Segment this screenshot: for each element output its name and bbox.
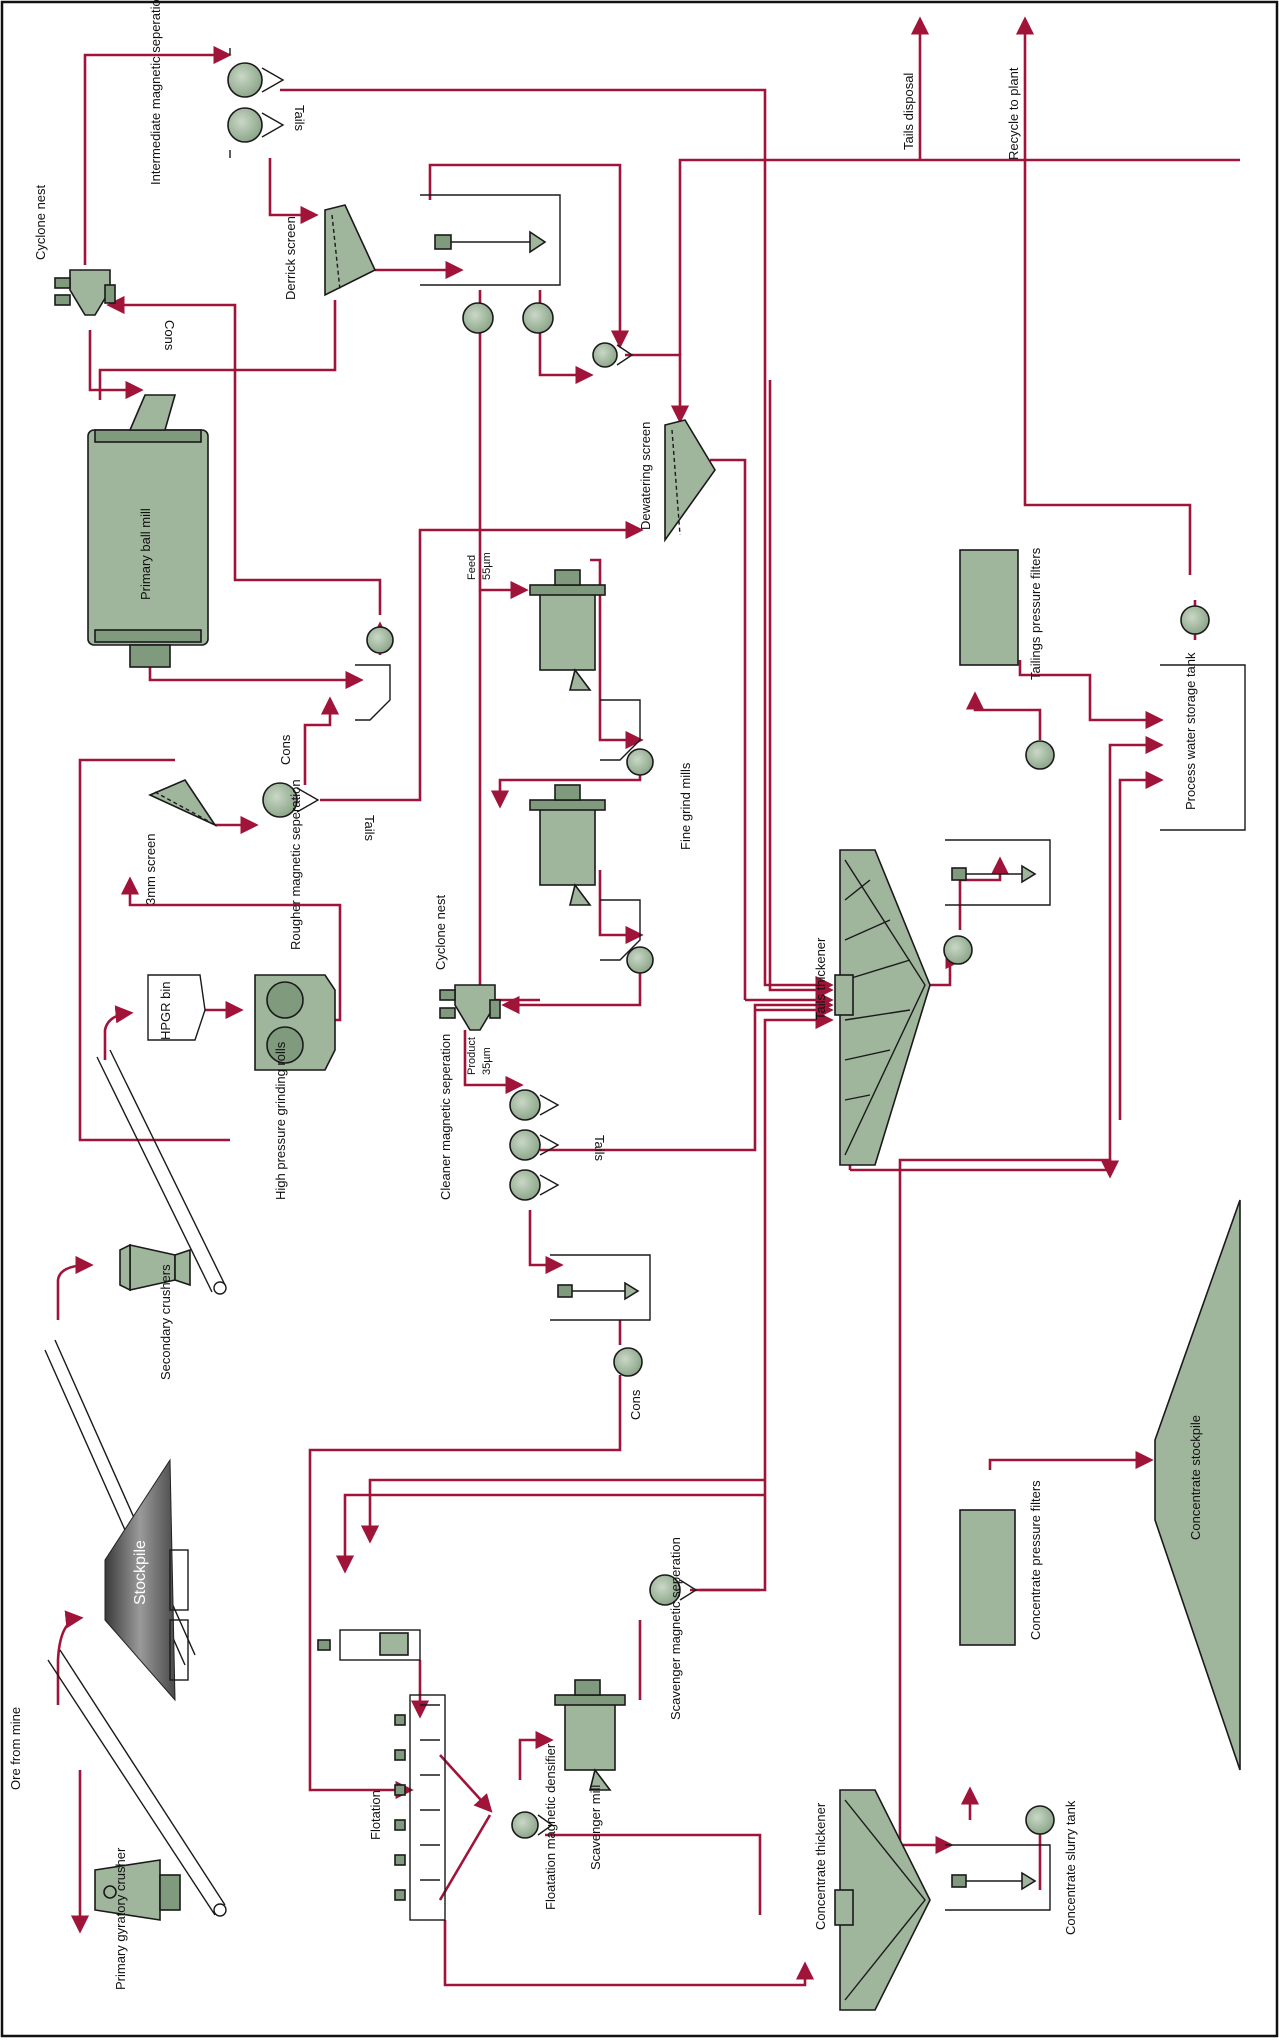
secondary-crushers-label: Secondary crushers bbox=[158, 1264, 173, 1380]
fine-grind-mills-label: Fine grind mills bbox=[678, 762, 693, 850]
pump-icon bbox=[523, 303, 553, 333]
flow-lines bbox=[58, 20, 1240, 1985]
pump-icon bbox=[944, 936, 972, 964]
derrick-screen-label: Derrick screen bbox=[283, 216, 298, 300]
3mm-screen-label: 3mm screen bbox=[143, 833, 158, 905]
concentrate-thickener-label: Concentrate thickener bbox=[813, 1802, 828, 1930]
cleaner-magnetic-separator bbox=[510, 1090, 558, 1200]
process-water-tank-label: Process water storage tank bbox=[1183, 652, 1198, 810]
intermediate-label: Intermediate magnetic seperation bbox=[148, 0, 163, 185]
flotation-label: Flotation bbox=[368, 1790, 383, 1840]
primary-ball-mill-label: Primary ball mill bbox=[138, 508, 153, 600]
feed-size-label: 55µm bbox=[481, 552, 493, 580]
fine-grind-mill-2 bbox=[530, 785, 605, 905]
pump-icon bbox=[367, 627, 393, 653]
tails-thickener-label: Tails thickener bbox=[813, 937, 828, 1020]
rougher-label: Rougher magnetic seperation bbox=[288, 779, 303, 950]
intermediate-magnetic-separator bbox=[228, 48, 283, 158]
tailings-pressure-filters bbox=[960, 550, 1018, 665]
concentrate-pressure-filters-label: Concentrate pressure filters bbox=[1028, 1480, 1043, 1640]
hpgr-bin bbox=[148, 975, 205, 1040]
recycle-to-plant-label: Recycle to plant bbox=[1006, 67, 1021, 160]
flotation-feed-tank bbox=[318, 1630, 420, 1660]
stream-label: Tails bbox=[592, 1135, 607, 1162]
pump-icon bbox=[1181, 606, 1209, 634]
product-size-label: 35µm bbox=[481, 1047, 493, 1075]
pump-icon bbox=[614, 1348, 642, 1376]
scavenger-mill bbox=[555, 1680, 625, 1790]
pump-icon bbox=[463, 303, 493, 333]
concentrate-slurry-tank bbox=[945, 1845, 1050, 1910]
product-label: Product bbox=[466, 1037, 478, 1075]
cyclone-nest-top bbox=[55, 270, 115, 315]
tails-disposal-label: Tails disposal bbox=[901, 73, 916, 150]
high-pressure-grinding-rolls bbox=[255, 975, 335, 1070]
secondary-crushers bbox=[120, 1245, 190, 1290]
pump-icon bbox=[627, 947, 653, 973]
dewatering-screen-label: Dewatering screen bbox=[638, 422, 653, 530]
stockpile-label: Stockpile bbox=[132, 1540, 149, 1605]
cyclone-nest-top-label: Cyclone nest bbox=[33, 184, 48, 260]
feed-label: Feed bbox=[466, 555, 478, 580]
cyclone-nest-mid-label: Cyclone nest bbox=[433, 894, 448, 970]
stockpile: Stockpile bbox=[105, 1460, 188, 1700]
stream-label: Cons bbox=[162, 320, 177, 351]
hpgr-bin-label: HPGR bin bbox=[158, 981, 173, 1040]
concentrate-slurry-tank-label: Concentrate slurry tank bbox=[1063, 1800, 1078, 1935]
sump-hopper bbox=[355, 665, 390, 720]
primary-gyratory-crusher-label: Primary gyratory crusher bbox=[113, 1847, 128, 1990]
scavenger-mag-label: Scavenger magnetic seperation bbox=[668, 1537, 683, 1720]
pump-icon bbox=[1026, 1806, 1054, 1834]
agitated-tank-top bbox=[420, 195, 560, 285]
concentrate-pressure-filters bbox=[960, 1510, 1015, 1645]
stream-label: Tails bbox=[292, 105, 307, 132]
dewatering-screen bbox=[665, 420, 715, 540]
tailings-pressure-filters-label: Tailings pressure filters bbox=[1028, 547, 1043, 680]
ore-from-mine-label: Ore from mine bbox=[8, 1707, 23, 1790]
fine-grind-mill-1 bbox=[530, 570, 605, 690]
cyclone-nest-mid bbox=[440, 985, 500, 1030]
tails-thickener bbox=[835, 850, 930, 1165]
scavenger-mill-label: Scavenger mill bbox=[588, 1785, 603, 1870]
process-water-storage-tank bbox=[1160, 665, 1245, 830]
flotation-cells bbox=[395, 1695, 445, 1920]
primary-gyratory-crusher bbox=[95, 1860, 180, 1920]
stream-label: Cons bbox=[628, 1389, 643, 1420]
concentrate-thickener bbox=[835, 1790, 930, 2010]
flotation-densifier-label: Floatation magnetic densifier bbox=[543, 1743, 558, 1910]
cleaner-label: Cleaner magnetic seperation bbox=[438, 1034, 453, 1200]
pump-icon bbox=[1026, 741, 1054, 769]
pump-icon bbox=[627, 749, 653, 775]
concentrate-stockpile-label: Concentrate stockpile bbox=[1188, 1415, 1203, 1540]
stream-label: Tails bbox=[362, 815, 377, 842]
3mm-screen bbox=[150, 780, 215, 825]
derrick-screen bbox=[325, 205, 375, 295]
hpgr-label: High pressure grinding rolls bbox=[273, 1041, 288, 1200]
agitated-tank-cleaner bbox=[550, 1255, 650, 1320]
stream-label: Cons bbox=[278, 734, 293, 765]
